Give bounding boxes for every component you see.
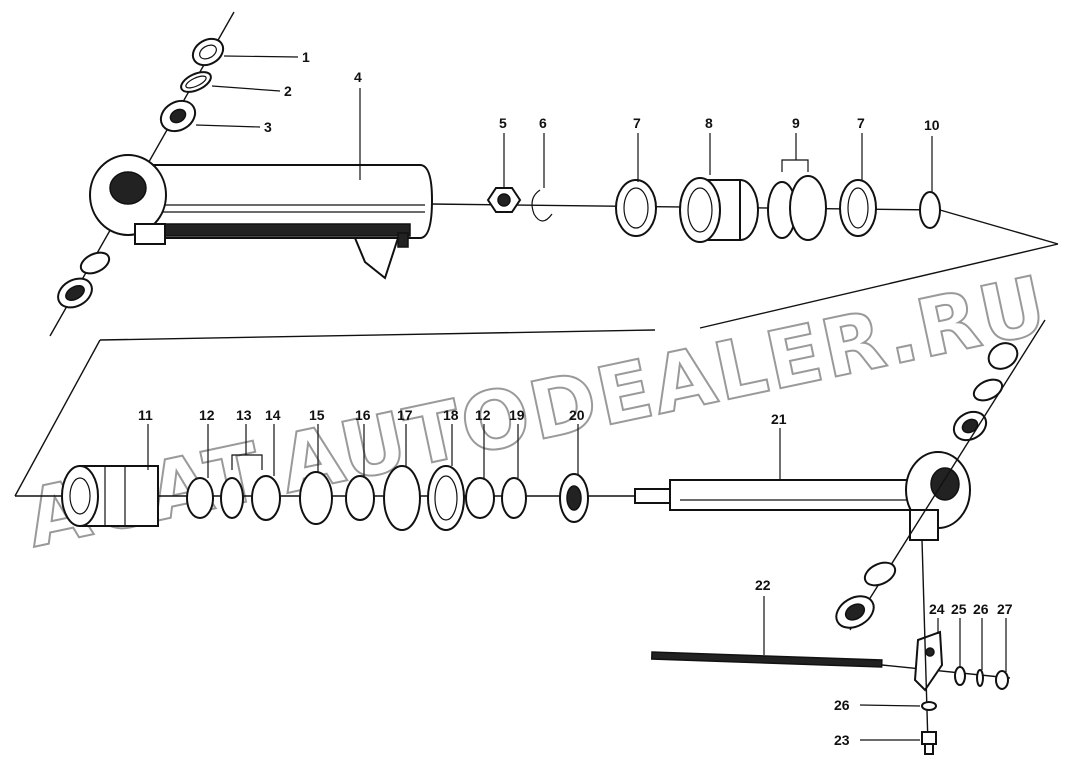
part-17-ring xyxy=(383,465,421,531)
part-12-ring-right xyxy=(465,477,495,519)
callout-2: 2 xyxy=(284,83,292,99)
callout-20: 20 xyxy=(569,407,585,423)
part-10-oring xyxy=(919,191,941,229)
part-18-ring xyxy=(427,465,465,531)
callout-3: 3 xyxy=(264,119,272,135)
part-lower-left-rings xyxy=(57,251,111,309)
part-3-bearing xyxy=(159,99,197,133)
part-24-bracket xyxy=(913,539,944,746)
callout-19: 19 xyxy=(509,407,525,423)
part-lower-right-rings xyxy=(835,561,897,629)
callout-labels: 1 2 3 4 5 6 7 8 9 7 10 11 12 13 14 15 16… xyxy=(138,49,1013,748)
part-22-long-rod xyxy=(650,651,1011,679)
part-26-washer-lower xyxy=(921,701,937,711)
callout-6: 6 xyxy=(539,115,547,131)
callout-7-right: 7 xyxy=(857,115,865,131)
callout-1: 1 xyxy=(302,49,310,65)
callout-10: 10 xyxy=(924,117,940,133)
callout-24: 24 xyxy=(929,601,945,617)
part-20-bearing xyxy=(559,473,589,523)
part-6-snap-ring xyxy=(531,189,553,222)
part-16-ring xyxy=(345,475,375,521)
part-9-seals xyxy=(767,159,827,241)
part-1-ring xyxy=(191,37,225,67)
callout-17: 17 xyxy=(397,407,413,423)
part-2-ring xyxy=(180,71,212,93)
callout-22: 22 xyxy=(755,577,771,593)
callout-12-right: 12 xyxy=(475,407,491,423)
callout-16: 16 xyxy=(355,407,371,423)
part-7-bushing-right xyxy=(839,179,877,237)
part-7-bushing-left xyxy=(615,179,657,237)
part-19-ring xyxy=(501,477,527,519)
part-21-piston-rod xyxy=(634,451,971,541)
callout-11: 11 xyxy=(138,407,153,423)
callout-13: 13 xyxy=(236,407,252,423)
callout-26-right: 26 xyxy=(973,601,989,617)
watermark: ACAT.AUTODEALER.RU xyxy=(18,258,1055,565)
part-15-ring xyxy=(299,471,333,525)
part-13-seal xyxy=(220,454,263,519)
part-23-bolt xyxy=(921,731,937,755)
part-26-spring-washer xyxy=(976,669,984,687)
part-12-ring-left xyxy=(186,477,214,519)
callout-25: 25 xyxy=(951,601,967,617)
callout-26-lower: 26 xyxy=(834,697,850,713)
part-27-nut xyxy=(995,670,1009,690)
callout-12-left: 12 xyxy=(199,407,215,423)
callout-15: 15 xyxy=(309,407,325,423)
leader-lines xyxy=(147,55,1007,741)
part-11-piston xyxy=(61,465,159,527)
callout-5: 5 xyxy=(499,115,507,131)
callout-4: 4 xyxy=(354,69,362,85)
callout-8: 8 xyxy=(705,115,713,131)
callout-7-left: 7 xyxy=(633,115,641,131)
part-14-seal xyxy=(251,475,281,521)
part-4-cylinder-barrel xyxy=(89,154,434,280)
callout-23: 23 xyxy=(834,732,850,748)
callout-9: 9 xyxy=(792,115,800,131)
part-5-nut xyxy=(486,187,522,213)
callout-14: 14 xyxy=(265,407,281,423)
callout-27: 27 xyxy=(997,601,1013,617)
part-25-washer xyxy=(954,666,966,686)
part-8-gland xyxy=(679,177,759,243)
callout-18: 18 xyxy=(443,407,459,423)
callout-21: 21 xyxy=(771,411,787,427)
